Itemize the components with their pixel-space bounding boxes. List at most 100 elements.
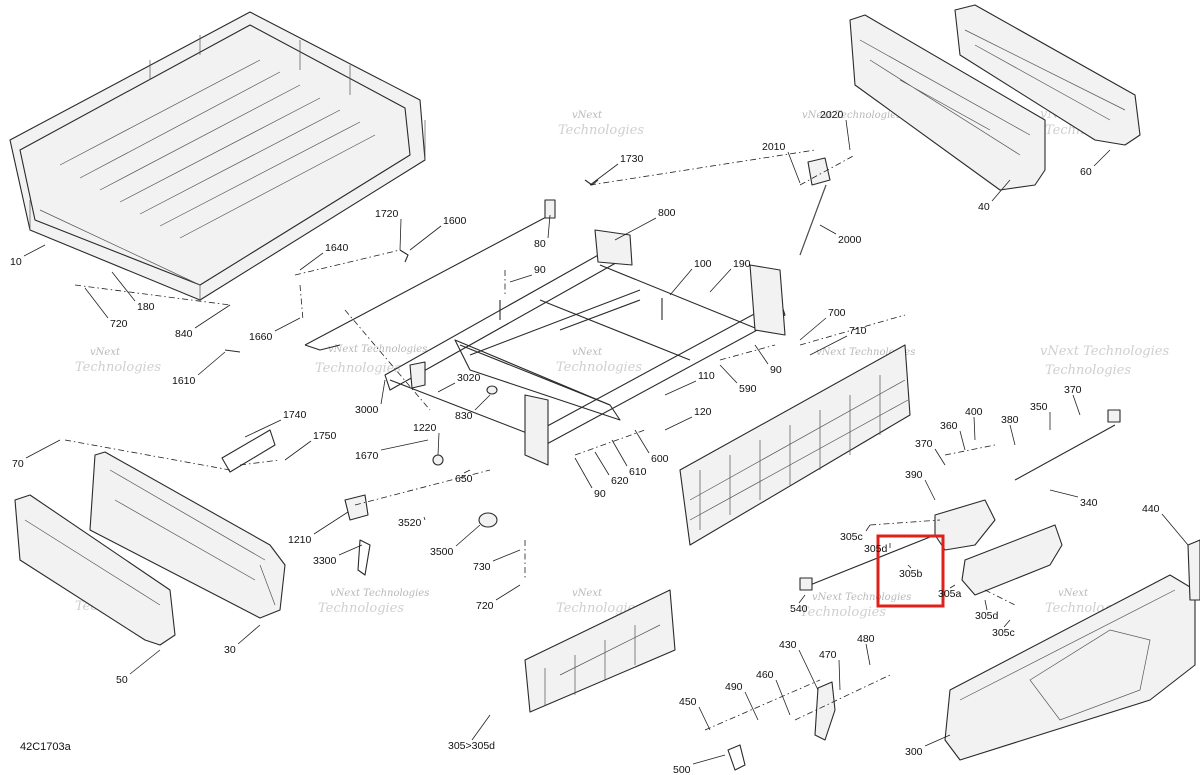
callout-leader <box>907 564 912 569</box>
callout-leader <box>495 584 521 601</box>
callout-leader <box>1093 149 1111 167</box>
callout-leader <box>787 151 801 184</box>
watermarks: vNext Technologies vNext Technologies vN… <box>75 107 1169 620</box>
callout-label: 710 <box>849 325 867 337</box>
callout-leader <box>1161 513 1189 546</box>
watermark-combined: vNext Technologies <box>330 588 429 599</box>
callout-label: 360 <box>940 420 958 432</box>
callout-label: 600 <box>651 453 669 465</box>
watermark-line2: Technologies <box>556 601 642 616</box>
callout-label: 340 <box>1080 497 1098 509</box>
callout-leader <box>669 268 693 296</box>
callout-label: 80 <box>534 238 546 250</box>
callout-leader <box>959 430 966 451</box>
side-panel-40-part <box>849 14 1046 191</box>
side-panel-30-part <box>89 451 286 619</box>
callout-label: 1600 <box>443 215 467 227</box>
callout-label: 540 <box>790 603 808 615</box>
callout-leader <box>991 179 1011 202</box>
watermark-line2: Technologies <box>1045 363 1131 378</box>
callout-leader <box>437 432 440 456</box>
callout-leader <box>111 271 136 302</box>
callout-label: 1730 <box>620 153 644 165</box>
callout-label: 720 <box>110 318 128 330</box>
callout-leader <box>509 274 533 283</box>
callout-leader <box>924 479 936 501</box>
side-panel-60-part <box>954 4 1141 146</box>
callout-leader <box>949 584 956 589</box>
watermark-line1: vNext <box>572 588 603 599</box>
callout-leader <box>471 714 491 741</box>
callout-label: 720 <box>476 600 494 612</box>
callout-label: 300 <box>905 746 923 758</box>
callout-label: 590 <box>739 383 757 395</box>
callout-label: 830 <box>455 410 473 422</box>
tailgate-grid-part <box>679 344 911 546</box>
callout-label: 470 <box>819 649 837 661</box>
callout-leader <box>1049 489 1079 498</box>
highlight-box <box>876 534 945 608</box>
callout-leader <box>934 448 946 466</box>
callout-leader <box>84 287 109 319</box>
callout-leader <box>338 544 363 556</box>
callout-leader <box>692 754 726 765</box>
callout-label: 490 <box>725 681 743 693</box>
callout-label: 1210 <box>288 534 312 546</box>
callout-label: 100 <box>694 258 712 270</box>
callout-leader <box>455 524 481 547</box>
callout-leader <box>614 217 657 241</box>
callout-label: 620 <box>611 475 629 487</box>
callout-leader <box>313 511 349 535</box>
callout-label: 305d <box>864 543 888 555</box>
watermark-combined: vNext Technologies <box>802 110 901 121</box>
callout-leader <box>409 225 442 251</box>
callout-label: 800 <box>658 207 676 219</box>
callout-label: 190 <box>733 258 751 270</box>
callout-leader <box>197 351 226 376</box>
callout-label: 50 <box>116 674 128 686</box>
hinge-parts <box>727 539 1200 771</box>
callout-label: 370 <box>1064 384 1082 396</box>
callout-label: 70 <box>12 458 24 470</box>
callout-label: 2000 <box>838 234 862 246</box>
callout-label: 305c <box>840 531 863 543</box>
callout-label: 840 <box>175 328 193 340</box>
watermark-line2: Technologies <box>558 123 644 138</box>
callout-leader <box>25 439 61 459</box>
callout-label: 1610 <box>172 375 196 387</box>
side-panel-50-part <box>14 494 176 646</box>
watermark-line2: Technologies <box>800 605 886 620</box>
rod-part <box>304 199 556 351</box>
watermark-line1: vNext <box>1058 588 1089 599</box>
callout-label: 400 <box>965 406 983 418</box>
callout-leader <box>664 416 693 431</box>
small-parts <box>221 179 663 576</box>
tailgate-inner-part <box>524 589 676 713</box>
callout-leader <box>492 549 521 562</box>
callout-label: 40 <box>978 201 990 213</box>
watermark-line2: Technologies <box>318 601 404 616</box>
dash-leaders <box>64 149 1016 731</box>
watermark-line1: vNext <box>572 110 603 121</box>
callout-label: 305c <box>992 627 1015 639</box>
callout-leader <box>244 419 282 438</box>
callout-leader <box>594 451 610 476</box>
callout-leader <box>973 416 976 441</box>
callout-label: 1220 <box>413 422 437 434</box>
callout-label: 60 <box>1080 166 1092 178</box>
callout-leader <box>634 429 650 454</box>
callout-leader <box>775 679 791 716</box>
tailgate-outer-part <box>944 574 1196 761</box>
callout-leader <box>194 304 231 329</box>
frame-part <box>384 229 786 466</box>
callout-label: 1750 <box>313 430 337 442</box>
callout-label: 90 <box>594 488 606 500</box>
callout-label: 480 <box>857 633 875 645</box>
callout-leader <box>798 594 806 604</box>
callout-leader <box>744 691 759 721</box>
callout-leader <box>798 649 819 691</box>
callout-label: 730 <box>473 561 491 573</box>
callout-label: 3500 <box>430 546 454 558</box>
callout-label: 450 <box>679 696 697 708</box>
